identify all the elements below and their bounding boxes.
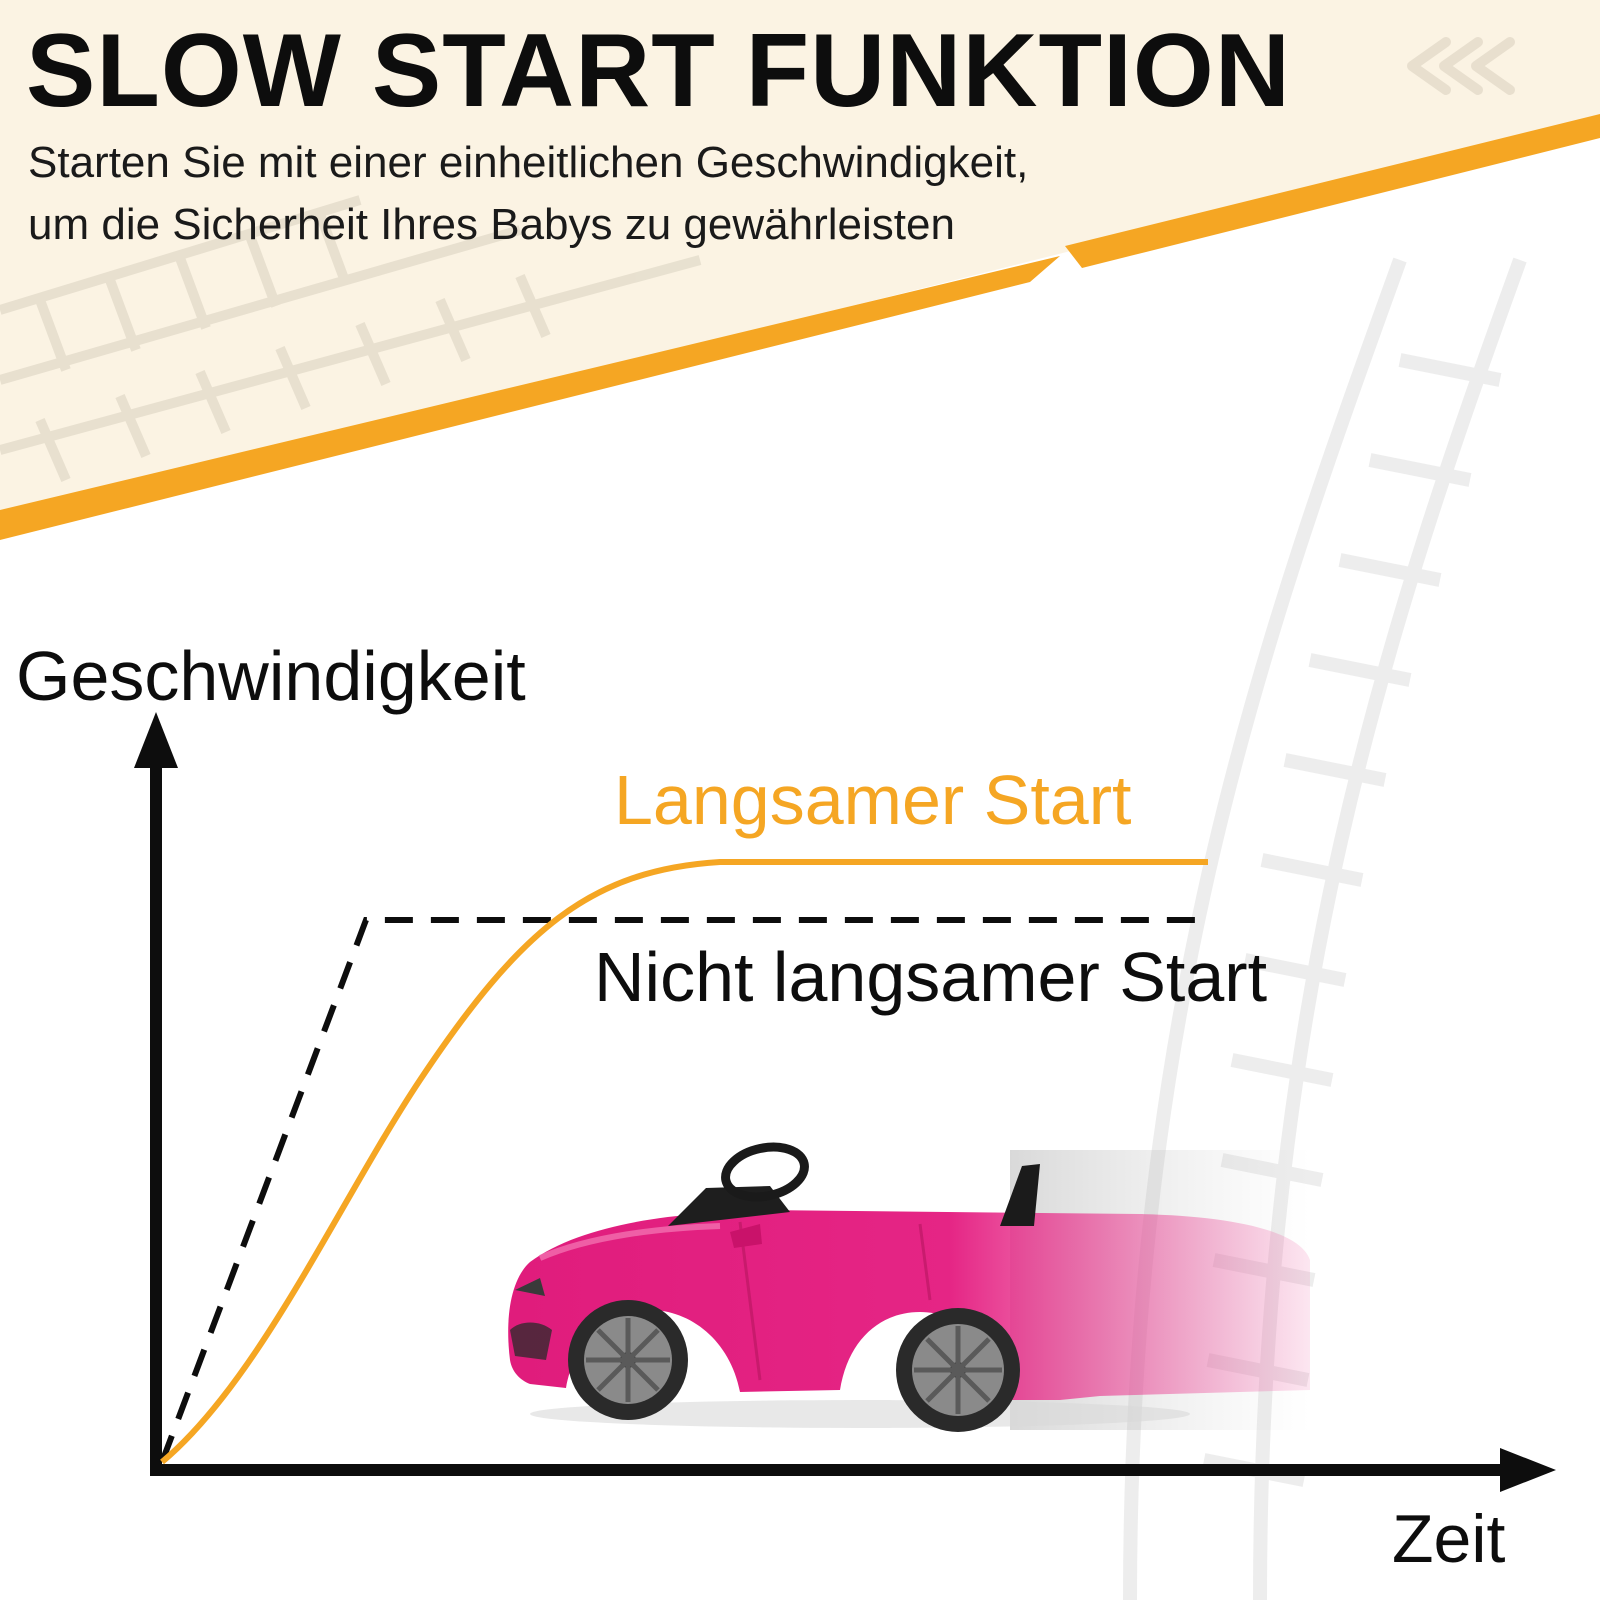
accent-stripe-left	[0, 256, 1060, 540]
headline: SLOW START FUNKTION	[26, 13, 1291, 129]
graph-axes	[134, 712, 1556, 1492]
tire-track-texture	[0, 195, 702, 482]
accent-stripe-right	[1065, 114, 1600, 268]
x-axis-label: Zeit	[1392, 1501, 1506, 1577]
chevron-left-arrows-icon	[1407, 37, 1515, 95]
car-shadow	[530, 1400, 1190, 1428]
y-axis-arrowhead	[134, 712, 178, 768]
subtitle-line-2: um die Sicherheit Ihres Babys zu gewährl…	[28, 200, 955, 249]
slow-start-curve	[160, 859, 1208, 1465]
x-axis-arrowhead	[1500, 1448, 1556, 1492]
subtitle-line-1: Starten Sie mit einer einheitlichen Gesc…	[28, 138, 1029, 187]
no-slow-start-label: Nicht langsamer Start	[594, 938, 1268, 1016]
seat	[1000, 1164, 1040, 1226]
car-body	[508, 1210, 1310, 1400]
y-axis-label: Geschwindigkeit	[16, 637, 526, 715]
no-slow-start-curve	[159, 917, 1210, 1464]
steering-wheel	[721, 1142, 809, 1202]
x-axis	[150, 1464, 1520, 1476]
slow-start-label: Langsamer Start	[614, 761, 1132, 839]
y-axis	[150, 748, 162, 1476]
pink-ride-on-car	[508, 1142, 1310, 1432]
banner-background	[0, 0, 1600, 520]
